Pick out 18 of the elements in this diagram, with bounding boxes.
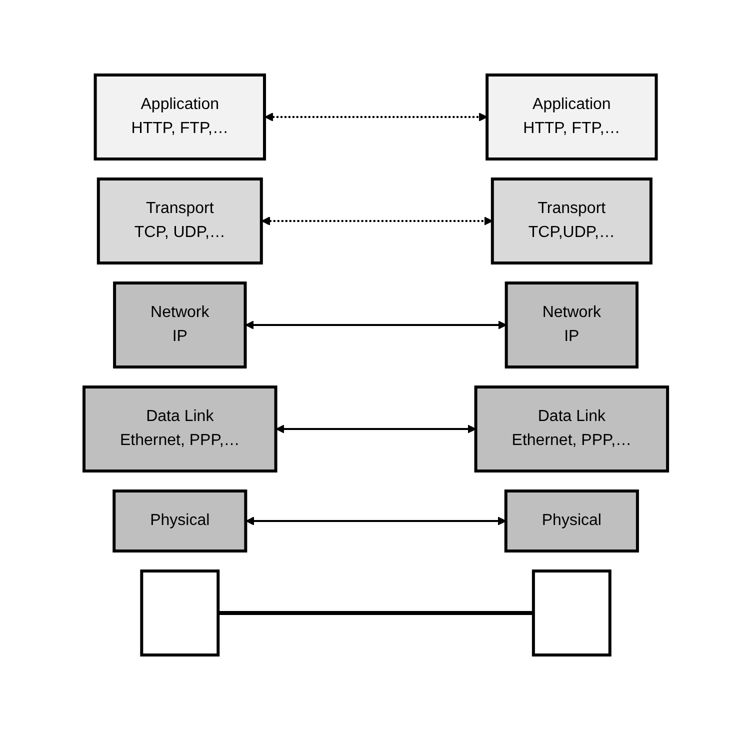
node-box: Application HTTP, FTP,… [94,74,266,160]
node-box [532,570,612,656]
node-box: Data Link Ethernet, PPP,… [82,386,278,472]
node-box: Transport TCP,UDP,… [491,178,653,264]
arrow [246,516,506,526]
node-box: Physical [112,490,248,552]
node-box: Network IP [505,282,639,368]
node-box: Transport TCP, UDP,… [97,178,264,264]
arrow [262,216,494,226]
arrow [264,112,488,122]
connector [218,611,534,615]
node-box: Data Link Ethernet, PPP,… [474,386,670,472]
node-box: Application HTTP, FTP,… [486,74,658,160]
node-box: Network IP [113,282,247,368]
node-box: Physical [504,490,640,552]
arrow [245,320,507,330]
node-box [140,570,220,656]
arrow [276,424,476,434]
